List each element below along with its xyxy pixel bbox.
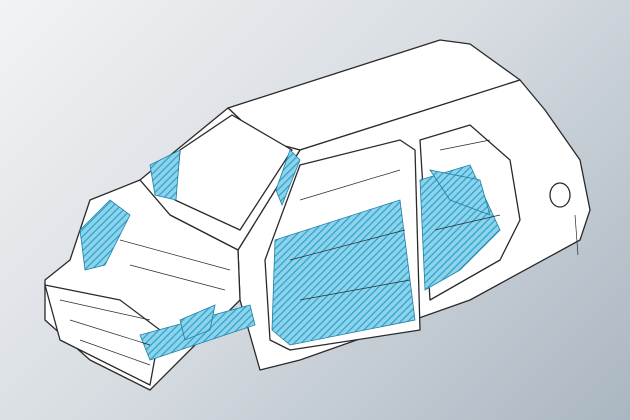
reinforcement-floor-front xyxy=(271,199,416,346)
body-detail-lines xyxy=(59,139,579,366)
reinforcement-front-rail xyxy=(79,199,131,271)
fuel-door xyxy=(549,182,571,208)
reinforcement-b-pillar-upper xyxy=(275,149,301,207)
reinforcement-a-pillar xyxy=(149,149,181,201)
reinforcement-apron xyxy=(179,304,216,341)
reinforcement-rear-seat xyxy=(429,169,491,216)
